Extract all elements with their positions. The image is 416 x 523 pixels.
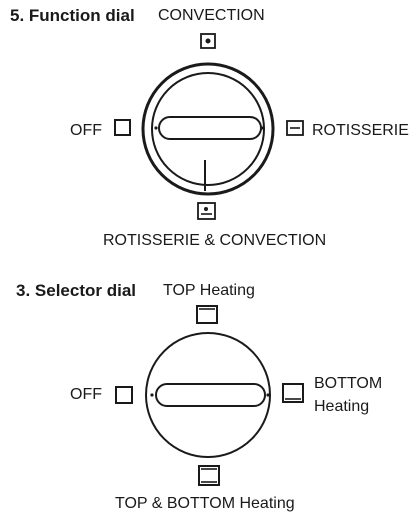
selector-left-label: OFF (70, 386, 102, 403)
function-left-marker-dot (154, 126, 158, 130)
top-heating-icon (196, 305, 218, 324)
function-dial-outer-ring (141, 62, 275, 196)
selector-right-label-line1: BOTTOM (314, 375, 383, 392)
selector-dial (115, 305, 304, 486)
selector-dial-heading: 3. Selector dial (16, 281, 136, 300)
function-bottom-label: ROTISSERIE & CONVECTION (103, 232, 327, 249)
function-dial-knob (151, 72, 265, 186)
selector-off-icon (115, 386, 133, 404)
function-top-label: CONVECTION (158, 7, 265, 24)
selector-dial-knob (145, 332, 271, 458)
top-bottom-heating-icon (198, 465, 220, 486)
selector-left-marker-dot (150, 393, 154, 397)
rotisserie-icon (286, 120, 304, 136)
function-dial (114, 33, 304, 220)
function-left-label: OFF (70, 122, 102, 139)
selector-bottom-label: TOP & BOTTOM Heating (115, 495, 295, 512)
selector-top-label: TOP Heating (163, 282, 255, 299)
bottom-heating-icon (282, 383, 304, 403)
function-right-marker-dot (260, 126, 264, 130)
selector-right-marker-dot (266, 393, 270, 397)
function-right-label: ROTISSERIE (312, 122, 409, 139)
function-dial-grip[interactable] (158, 116, 262, 140)
convection-icon (200, 33, 216, 49)
selector-right-label-line2: Heating (314, 398, 370, 415)
selector-dial-grip[interactable] (155, 383, 266, 407)
rotisserie-convection-icon (197, 202, 216, 220)
function-dial-heading: 5. Function dial (10, 6, 135, 25)
function-off-icon (114, 119, 131, 136)
